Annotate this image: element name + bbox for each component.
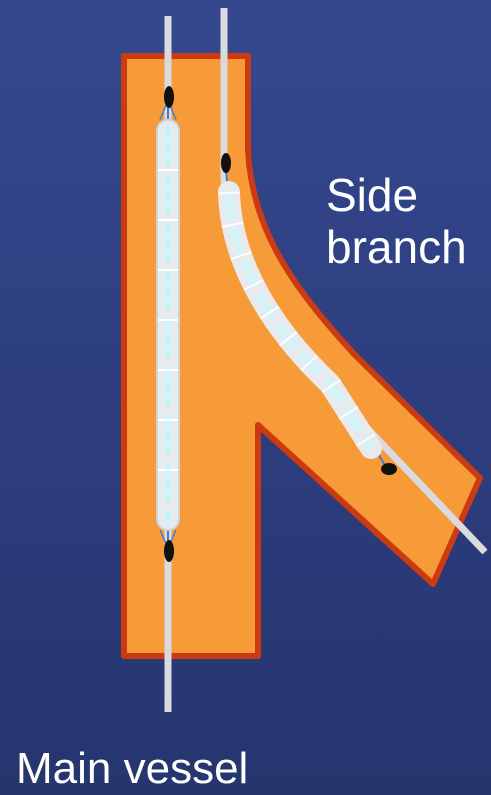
side-branch-label-line1: Side [326, 170, 467, 222]
marker-main-bottom [164, 540, 174, 562]
marker-main-top [164, 86, 174, 108]
side-branch-label-line2: branch [326, 222, 467, 274]
main-balloon-icon [157, 100, 179, 548]
side-branch-label: Side branch [326, 170, 467, 273]
marker-side-top [221, 153, 231, 173]
main-vessel-label: Main vessel [16, 744, 248, 793]
marker-side-bottom [381, 463, 397, 475]
